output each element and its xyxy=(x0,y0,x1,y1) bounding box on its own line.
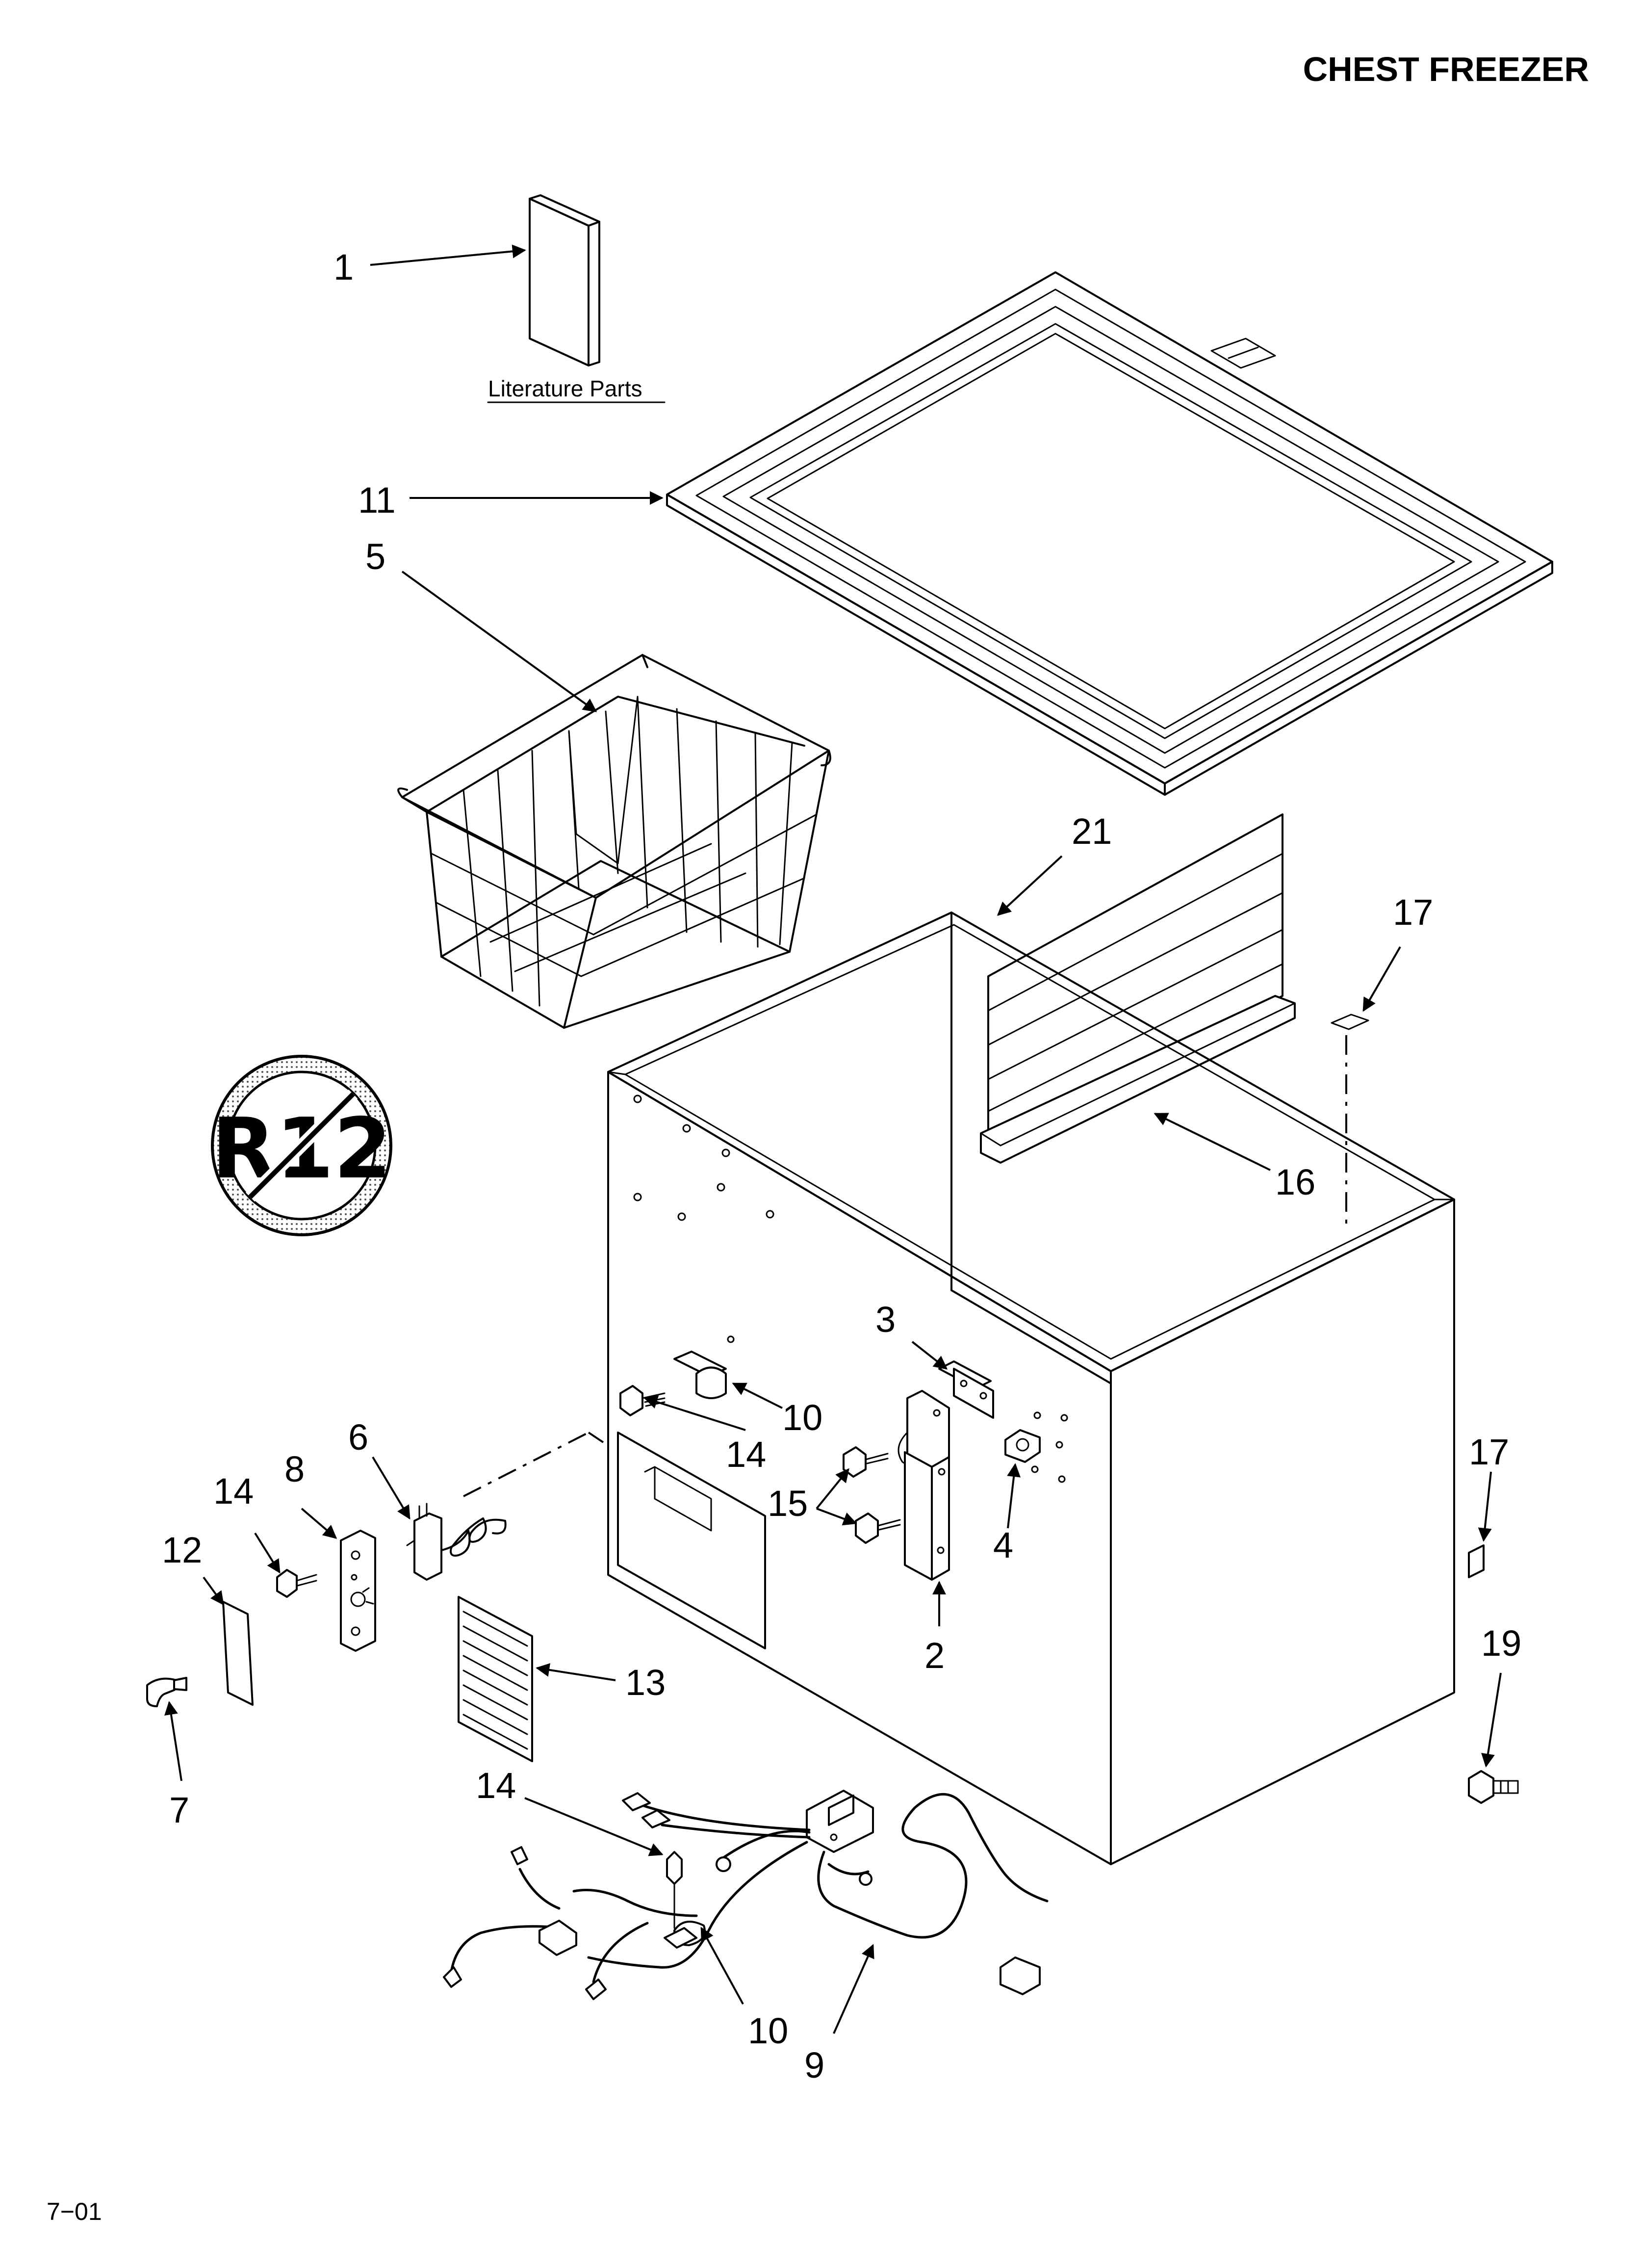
callout-10-upper: 10 xyxy=(782,1397,822,1438)
callout-15: 15 xyxy=(768,1483,808,1524)
footer-code: 7−01 xyxy=(47,2198,102,2225)
trim-strip xyxy=(222,1601,254,1706)
callout-12: 12 xyxy=(162,1530,202,1570)
callout-16: 16 xyxy=(1275,1162,1315,1202)
no-r12-icon: R12 xyxy=(211,1055,392,1236)
hinge-screw-1 xyxy=(843,1446,889,1478)
callout-6: 6 xyxy=(348,1417,368,1458)
callout-17-side: 17 xyxy=(1469,1432,1509,1472)
divider-panel xyxy=(980,813,1296,1164)
callout-14-left: 14 xyxy=(213,1471,254,1512)
hinge-bushing xyxy=(1004,1411,1068,1483)
hinge-assembly xyxy=(898,1360,994,1581)
label-side xyxy=(1468,1544,1485,1578)
label-top xyxy=(1331,1014,1369,1030)
screw-bracket xyxy=(276,1569,317,1598)
callout-1: 1 xyxy=(334,247,354,287)
callout-17-top: 17 xyxy=(1393,892,1433,933)
thermostat xyxy=(406,1503,507,1581)
callout-5: 5 xyxy=(365,536,385,577)
callout-13: 13 xyxy=(625,1662,666,1703)
callout-8: 8 xyxy=(284,1449,305,1489)
louvered-grille xyxy=(458,1596,533,1762)
page-title: CHEST FREEZER xyxy=(1303,50,1589,88)
callout-4: 4 xyxy=(993,1525,1013,1565)
callout-14-upper: 14 xyxy=(726,1434,766,1475)
callout-11: 11 xyxy=(358,480,396,521)
literature-booklet xyxy=(529,194,600,366)
leveling-leg xyxy=(1468,1770,1519,1804)
callout-10-lower: 10 xyxy=(748,2010,788,2051)
thermostat-knob xyxy=(146,1677,187,1707)
clamp-upper xyxy=(673,1335,735,1399)
freezer-lid xyxy=(666,271,1553,796)
wire-basket xyxy=(397,654,831,1029)
callout-21: 21 xyxy=(1072,811,1112,852)
wiring-harness xyxy=(443,1790,1049,2000)
callout-9: 9 xyxy=(804,2045,824,2086)
callout-2: 2 xyxy=(924,1635,945,1676)
callout-14-lower: 14 xyxy=(476,1765,516,1806)
callout-3: 3 xyxy=(875,1299,896,1340)
freezer-cabinet xyxy=(607,912,1455,1865)
thermostat-bracket xyxy=(340,1530,376,1652)
literature-parts-label: Literature Parts xyxy=(488,376,642,401)
callout-19: 19 xyxy=(1481,1623,1521,1664)
hinge-screw-2 xyxy=(855,1512,901,1544)
screw-upper xyxy=(619,1385,666,1416)
callout-7: 7 xyxy=(169,1790,189,1830)
